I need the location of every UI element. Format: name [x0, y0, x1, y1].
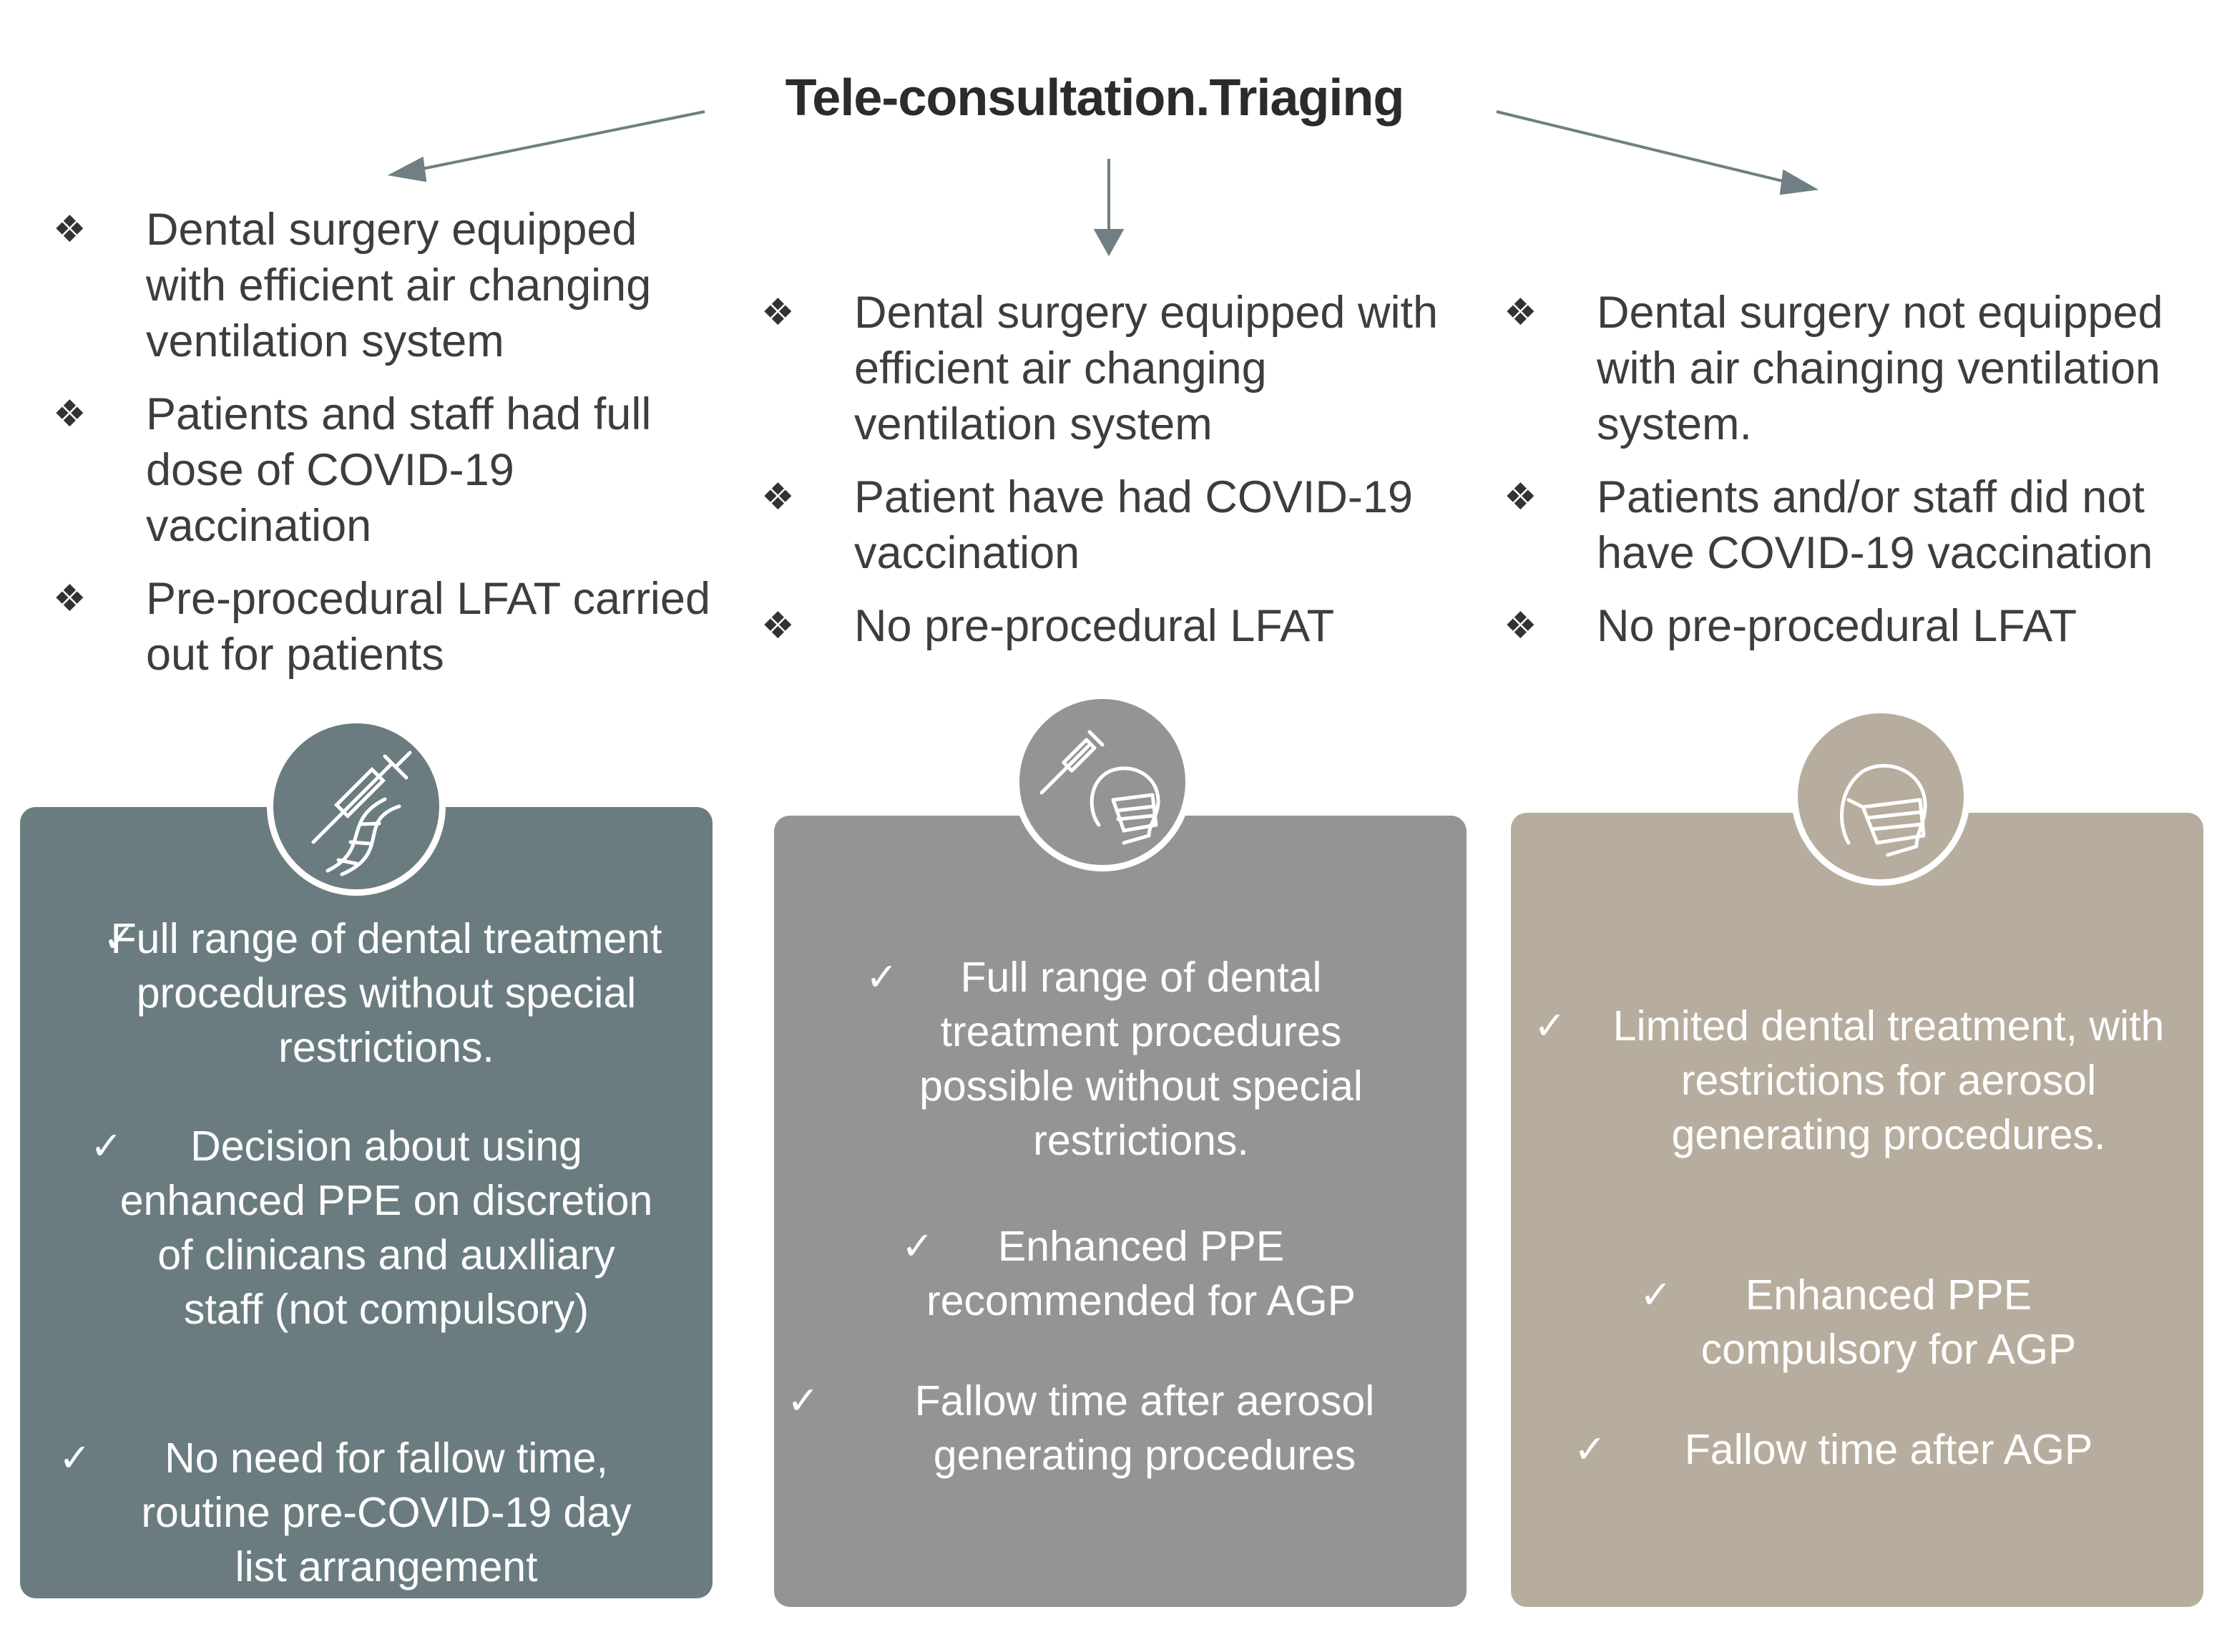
- outcome-text-2c: ✓ Fallow time after aerosol generating p…: [787, 1374, 1424, 1482]
- checkmark-icon: ✓: [901, 1225, 934, 1268]
- arrow-right-head: [1779, 169, 1819, 195]
- checkmark-icon: ✓: [90, 1125, 123, 1168]
- criteria-item: ❖ Pre-procedural LFAT carried out for pa…: [53, 571, 711, 683]
- diamond-bullet-icon: ❖: [761, 476, 795, 518]
- checkmark-icon: ✓: [787, 1379, 820, 1422]
- diamond-bullet-icon: ❖: [1504, 605, 1537, 647]
- criteria-text: Dental surgery equipped with efficient a…: [146, 205, 652, 366]
- diamond-bullet-icon: ❖: [761, 292, 795, 333]
- outcome-text-1b: ✓ Decision about using enhanced PPE on d…: [90, 1119, 658, 1336]
- outcome-panel-1: [20, 807, 713, 1598]
- diamond-bullet-icon: ❖: [53, 394, 87, 435]
- arrow-center-head: [1093, 229, 1125, 257]
- diagram-title: Tele-consultation.Triaging: [785, 69, 1405, 127]
- criteria-item: ❖ No pre-procedural LFAT: [761, 598, 1448, 654]
- criteria-list-3: ❖ Dental surgery not equipped with air c…: [1504, 285, 2219, 671]
- outcome-text-3a: ✓ Limited dental treatment, with restric…: [1534, 999, 2175, 1162]
- criteria-text: Patients and/or staff did not have COVID…: [1597, 472, 2153, 578]
- criteria-text: Patients and staff had full dose of COVI…: [146, 389, 652, 551]
- criteria-item: ❖ Patients and/or staff did not have COV…: [1504, 469, 2219, 581]
- criteria-text: No pre-procedural LFAT: [854, 601, 1335, 651]
- criteria-text: No pre-procedural LFAT: [1597, 601, 2077, 651]
- syringe-mask-head-icon: [1013, 693, 1192, 871]
- criteria-item: ❖ Dental surgery equipped with efficient…: [761, 285, 1448, 452]
- diamond-bullet-icon: ❖: [1504, 476, 1537, 518]
- outcome-text-3c: ✓ Fallow time after AGP: [1574, 1422, 2139, 1477]
- outcome-text-1c: ✓ No need for fallow time, routine pre-C…: [59, 1431, 651, 1594]
- criteria-text: Dental surgery equipped with efficient a…: [854, 288, 1438, 449]
- outcome-panel-3: [1511, 813, 2203, 1607]
- diamond-bullet-icon: ❖: [53, 209, 87, 250]
- outcome-text-2a: ✓ Full range of dental treatment procedu…: [866, 950, 1416, 1168]
- criteria-item: ❖ Dental surgery equipped with efficient…: [53, 202, 711, 369]
- checkmark-icon: ✓: [1640, 1274, 1673, 1316]
- outcome-panel-2: [774, 816, 1467, 1607]
- criteria-item: ❖ Patient have had COVID-19 vaccination: [761, 469, 1448, 581]
- diamond-bullet-icon: ❖: [761, 605, 795, 647]
- criteria-list-1: ❖ Dental surgery equipped with efficient…: [53, 202, 711, 700]
- criteria-list-2: ❖ Dental surgery equipped with efficient…: [761, 285, 1448, 671]
- criteria-item: ❖ Dental surgery not equipped with air c…: [1504, 285, 2219, 452]
- arrow-right: [1496, 110, 1792, 185]
- criteria-text: Pre-procedural LFAT carried out for pati…: [146, 574, 711, 680]
- checkmark-icon: ✓: [1574, 1428, 1607, 1471]
- criteria-item: ❖ Patients and staff had full dose of CO…: [53, 386, 711, 554]
- checkmark-icon: ✓: [59, 1437, 92, 1480]
- syringe-dna-icon: [267, 717, 446, 896]
- outcome-text-2b: ✓ Enhanced PPE recommended for AGP: [880, 1219, 1402, 1328]
- checkmark-icon: ✓: [866, 956, 899, 999]
- arrow-left-head: [387, 156, 427, 182]
- diamond-bullet-icon: ❖: [1504, 292, 1537, 333]
- checkmark-icon: ✓: [103, 917, 136, 960]
- mask-head-icon: [1791, 707, 1970, 886]
- checkmark-icon: ✓: [1534, 1005, 1567, 1047]
- criteria-text: Patient have had COVID-19 vaccination: [854, 472, 1413, 578]
- criteria-item: ❖ No pre-procedural LFAT: [1504, 598, 2219, 654]
- arrow-left: [414, 110, 705, 172]
- outcome-text-3b: ✓ Enhanced PPE compulsory for AGP: [1640, 1268, 2125, 1377]
- criteria-text: Dental surgery not equipped with air cha…: [1597, 288, 2163, 449]
- diamond-bullet-icon: ❖: [53, 578, 87, 620]
- outcome-text-1a: ✓ Full range of dental treatment procedu…: [100, 911, 672, 1075]
